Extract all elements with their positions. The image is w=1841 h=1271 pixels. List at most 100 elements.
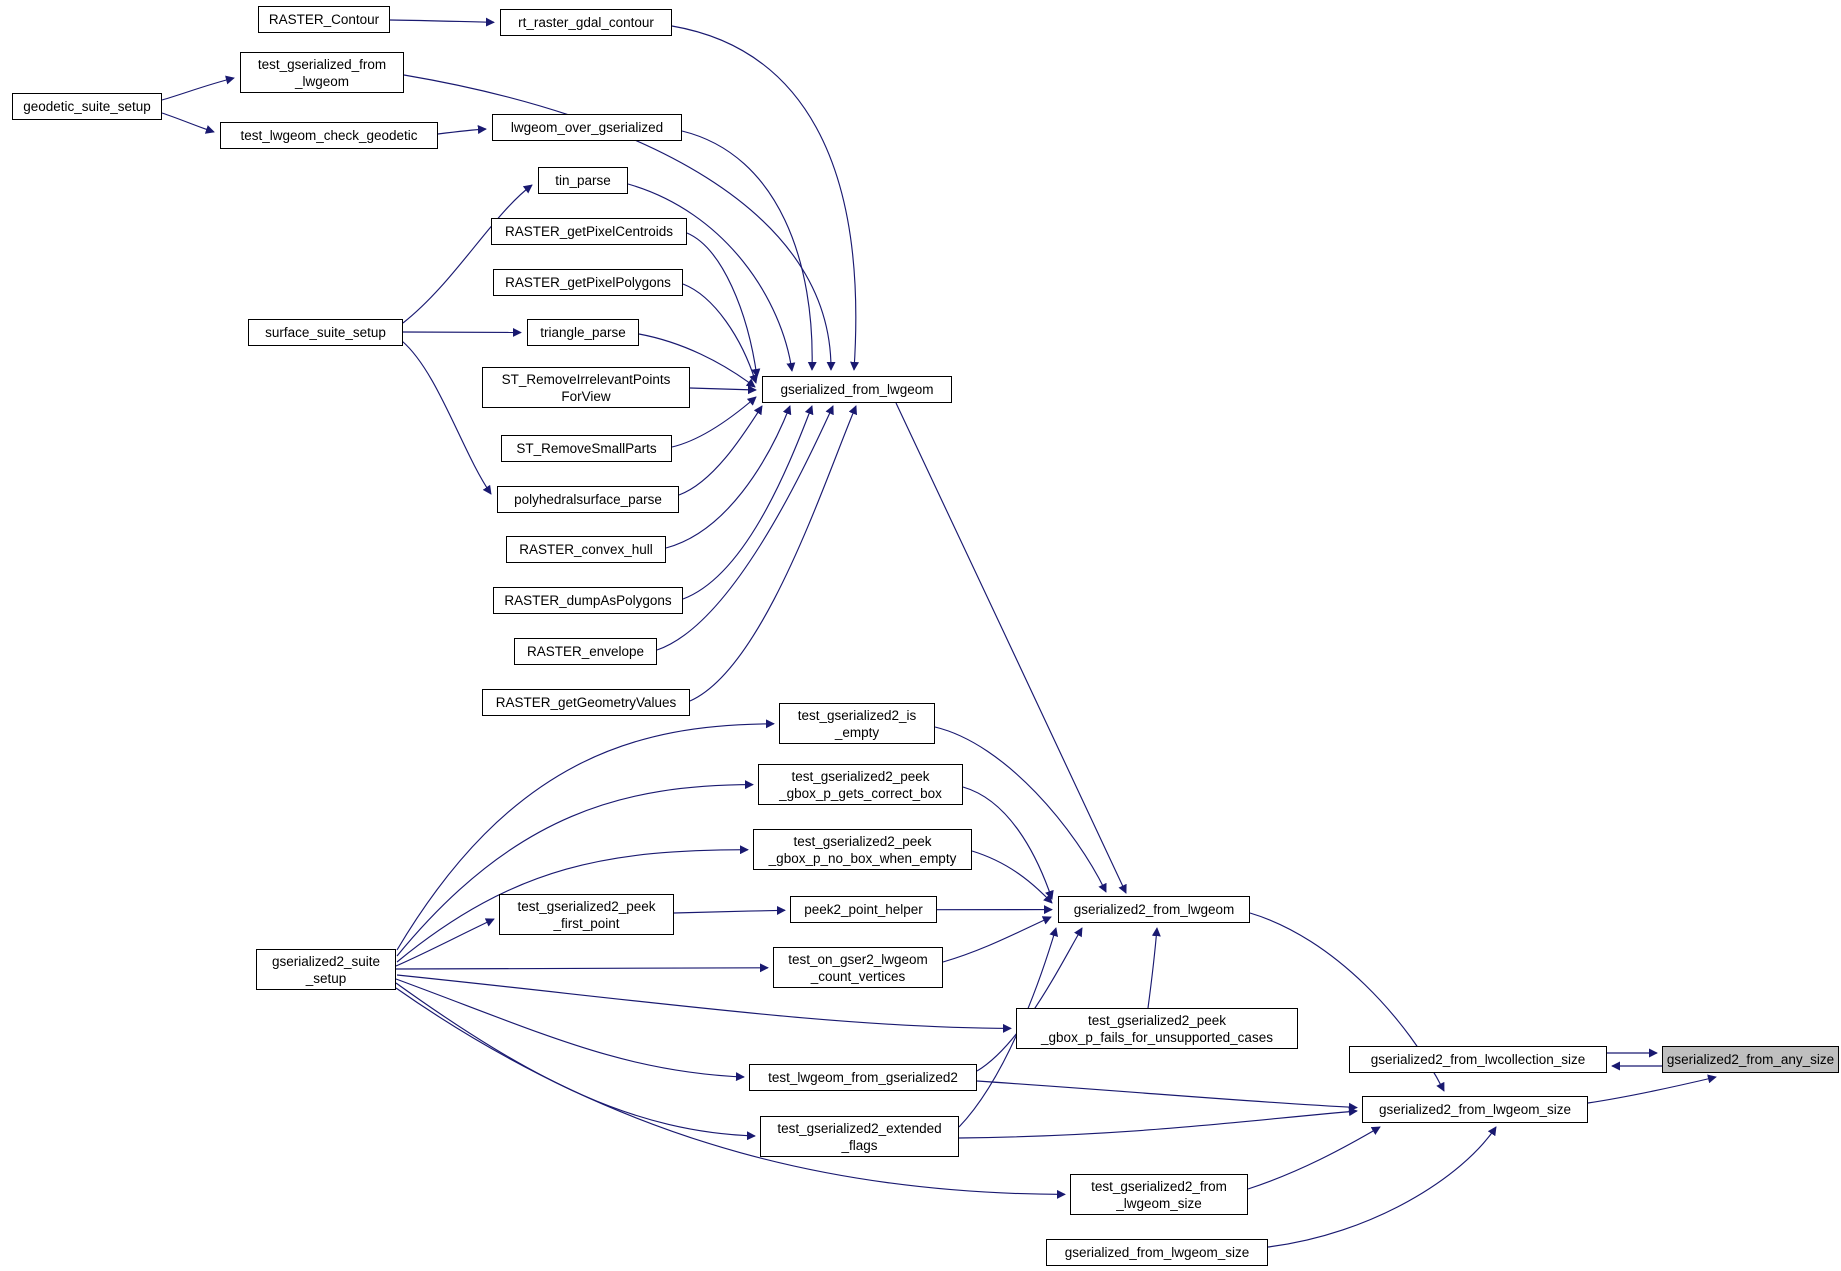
node-test_gserialized2_is_empty[interactable]: test_gserialized2_is_empty [779, 703, 935, 744]
node-label: gserialized_from_lwgeom [780, 382, 934, 397]
node-polyhedralsurface_parse[interactable]: polyhedralsurface_parse [497, 486, 679, 513]
node-lwgeom_over_gserialized[interactable]: lwgeom_over_gserialized [492, 114, 682, 141]
edge-polyhedralsurface_parse-to-gserialized_from_lwgeom [678, 405, 763, 496]
node-label: ForView [561, 388, 611, 404]
node-test_gserialized2_extended_flags[interactable]: test_gserialized2_extended_flags [760, 1116, 959, 1157]
node-label: rt_raster_gdal_contour [518, 15, 654, 30]
node-test_gserialized2_peek_gbox_p_fails_for_unsupported_cases[interactable]: test_gserialized2_peek_gbox_p_fails_for_… [1016, 1008, 1298, 1049]
node-gserialized2_suite_setup[interactable]: gserialized2_suite_setup [256, 949, 396, 990]
node-ST_RemoveSmallParts[interactable]: ST_RemoveSmallParts [501, 435, 672, 462]
edge-geodetic_suite_setup-to-test_gserialized_from_lwgeom [161, 75, 235, 101]
node-label: RASTER_dumpAsPolygons [504, 593, 672, 608]
node-peek2_point_helper[interactable]: peek2_point_helper [790, 896, 937, 923]
edge-gserialized2_suite_setup-to-test_gserialized2_peek_gbox_p_gets_correct_box [396, 780, 754, 957]
node-test_on_gser2_lwgeom_count_vertices[interactable]: test_on_gser2_lwgeom_count_vertices [773, 947, 943, 988]
edge-RASTER_getPixelPolygons-to-gserialized_from_lwgeom [682, 283, 758, 384]
node-label: _first_point [553, 915, 620, 931]
node-label: tin_parse [555, 173, 611, 188]
node-RASTER_getPixelPolygons[interactable]: RASTER_getPixelPolygons [493, 269, 683, 296]
node-label: _count_vertices [810, 968, 906, 984]
node-RASTER_getGeometryValues[interactable]: RASTER_getGeometryValues [482, 689, 690, 716]
node-label: test_gserialized2_is [797, 707, 917, 723]
node-label: gserialized2_from_lwgeom_size [1378, 1102, 1572, 1117]
edge-ST_RemoveIrrelevantPointsForView-to-gserialized_from_lwgeom [689, 385, 757, 395]
node-gserialized2_from_lwgeom_size[interactable]: gserialized2_from_lwgeom_size [1362, 1096, 1588, 1123]
node-label: gserialized2_suite [271, 953, 381, 969]
edge-test_gserialized2_from_lwgeom_size-to-gserialized2_from_lwgeom_size [1247, 1126, 1381, 1190]
node-label: gserialized_from_lwgeom_size [1064, 1245, 1250, 1260]
edge-test_lwgeom_check_geodetic-to-lwgeom_over_gserialized [437, 125, 487, 135]
edge-test_gserialized2_peek_first_point-to-peek2_point_helper [673, 905, 786, 915]
node-label: test_gserialized2_extended [777, 1120, 942, 1136]
node-RASTER_getPixelCentroids[interactable]: RASTER_getPixelCentroids [491, 218, 687, 245]
node-test_gserialized_from_lwgeom[interactable]: test_gserialized_from_lwgeom [240, 52, 404, 93]
node-label: _gbox_p_no_box_when_empty [768, 850, 957, 866]
node-triangle_parse[interactable]: triangle_parse [527, 319, 639, 346]
node-label: RASTER_convex_hull [519, 542, 653, 557]
edge-test_gserialized2_is_empty-to-gserialized2_from_lwgeom [934, 726, 1107, 893]
node-label: RASTER_envelope [526, 644, 645, 659]
edge-gserialized2_suite_setup-to-test_gserialized2_from_lwgeom_size [395, 987, 1066, 1199]
edge-RASTER_convex_hull-to-gserialized_from_lwgeom [665, 405, 792, 549]
node-geodetic_suite_setup[interactable]: geodetic_suite_setup [12, 93, 162, 120]
edge-test_on_gser2_lwgeom_count_vertices-to-gserialized2_from_lwgeom [942, 916, 1052, 963]
node-label: RASTER_getPixelPolygons [505, 275, 671, 290]
edge-ST_RemoveSmallParts-to-gserialized_from_lwgeom [671, 396, 757, 448]
edge-test_gserialized2_peek_gbox_p_fails_for_unsupported_cases-to-gserialized2_from_lwgeom [1147, 927, 1161, 1009]
edge-test_lwgeom_from_gserialized2-to-gserialized2_from_lwgeom [976, 927, 1083, 1072]
node-label: RASTER_Contour [268, 12, 380, 27]
node-gserialized2_from_lwgeom[interactable]: gserialized2_from_lwgeom [1058, 896, 1250, 923]
node-label: polyhedralsurface_parse [514, 492, 662, 507]
node-RASTER_envelope[interactable]: RASTER_envelope [514, 638, 657, 665]
node-tin_parse[interactable]: tin_parse [538, 167, 628, 194]
node-label: test_gserialized2_peek [517, 898, 656, 914]
node-label: test_gserialized_from [257, 56, 387, 72]
node-test_gserialized2_peek_gbox_p_gets_correct_box[interactable]: test_gserialized2_peek_gbox_p_gets_corre… [758, 764, 963, 805]
node-test_gserialized2_from_lwgeom_size[interactable]: test_gserialized2_from_lwgeom_size [1070, 1174, 1248, 1215]
edge-test_gserialized_from_lwgeom-to-gserialized_from_lwgeom [403, 74, 836, 371]
node-label: test_gserialized2_from [1091, 1178, 1227, 1194]
edge-test_gserialized2_peek_gbox_p_no_box_when_empty-to-gserialized2_from_lwgeom [971, 850, 1053, 904]
node-gserialized2_from_lwcollection_size[interactable]: gserialized2_from_lwcollection_size [1349, 1046, 1607, 1073]
node-label: _empty [834, 724, 880, 740]
edge-RASTER_getGeometryValues-to-gserialized_from_lwgeom [689, 405, 858, 702]
edge-gserialized2_suite_setup-to-test_gserialized2_peek_gbox_p_no_box_when_empty [396, 845, 749, 963]
edge-gserialized_from_lwgeom_size-to-gserialized2_from_lwgeom_size [1267, 1126, 1497, 1248]
node-label: test_lwgeom_check_geodetic [240, 128, 418, 143]
node-label: ST_RemoveSmallParts [516, 441, 657, 456]
edge-surface_suite_setup-to-polyhedralsurface_parse [401, 340, 492, 495]
edge-gserialized_from_lwgeom-to-gserialized2_from_lwgeom [895, 402, 1127, 894]
node-label: _gbox_p_gets_correct_box [779, 785, 942, 801]
node-label: _lwgeom [294, 73, 350, 89]
edge-RASTER_Contour-to-rt_raster_gdal_contour [389, 17, 495, 27]
node-label: gserialized2_from_lwcollection_size [1370, 1052, 1586, 1067]
node-gserialized_from_lwgeom_size[interactable]: gserialized_from_lwgeom_size [1046, 1239, 1268, 1266]
node-label: test_gserialized2_peek [791, 768, 930, 784]
node-label: geodetic_suite_setup [23, 99, 151, 114]
edge-triangle_parse-to-gserialized_from_lwgeom [638, 333, 756, 388]
node-label: gserialized2_from_any_size [1666, 1052, 1835, 1067]
node-label: _lwgeom_size [1116, 1195, 1202, 1211]
node-test_gserialized2_peek_first_point[interactable]: test_gserialized2_peek_first_point [499, 894, 674, 935]
node-label: test_on_gser2_lwgeom [788, 951, 928, 967]
node-gserialized2_from_any_size[interactable]: gserialized2_from_any_size [1662, 1046, 1839, 1073]
node-rt_raster_gdal_contour[interactable]: rt_raster_gdal_contour [500, 9, 672, 36]
node-gserialized_from_lwgeom[interactable]: gserialized_from_lwgeom [762, 376, 952, 403]
edge-gserialized2_suite_setup-to-test_gserialized2_peek_gbox_p_fails_for_unsupported_cases [396, 974, 1012, 1033]
edge-surface_suite_setup-to-tin_parse [402, 184, 533, 324]
node-surface_suite_setup[interactable]: surface_suite_setup [248, 319, 403, 346]
node-label: lwgeom_over_gserialized [510, 120, 664, 135]
node-RASTER_dumpAsPolygons[interactable]: RASTER_dumpAsPolygons [493, 587, 683, 614]
node-label: ST_RemoveIrrelevantPoints [501, 371, 671, 387]
node-test_lwgeom_from_gserialized2[interactable]: test_lwgeom_from_gserialized2 [749, 1064, 977, 1091]
node-RASTER_convex_hull[interactable]: RASTER_convex_hull [506, 536, 666, 563]
node-test_gserialized2_peek_gbox_p_no_box_when_empty[interactable]: test_gserialized2_peek_gbox_p_no_box_whe… [753, 829, 972, 870]
edge-RASTER_getPixelCentroids-to-gserialized_from_lwgeom [686, 232, 761, 378]
node-RASTER_Contour[interactable]: RASTER_Contour [258, 6, 390, 33]
edge-lwgeom_over_gserialized-to-gserialized_from_lwgeom [681, 130, 817, 371]
node-test_lwgeom_check_geodetic[interactable]: test_lwgeom_check_geodetic [220, 122, 438, 149]
node-label: test_gserialized2_peek [1087, 1012, 1227, 1028]
